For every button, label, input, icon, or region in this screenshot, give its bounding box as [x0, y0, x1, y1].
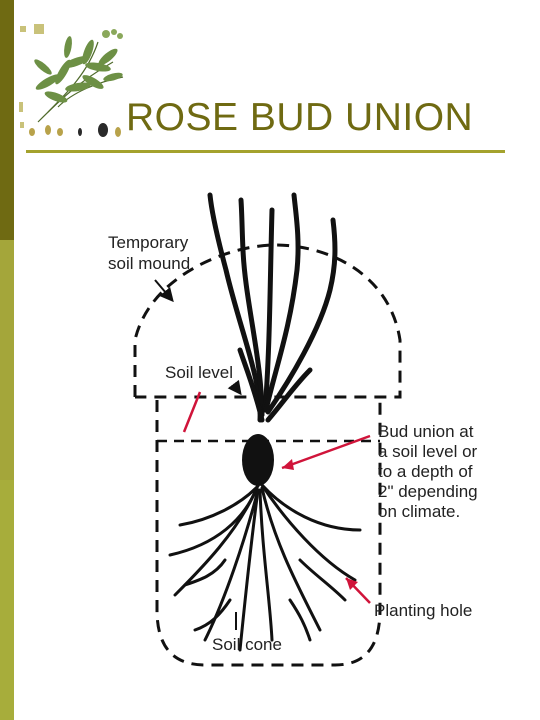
bud-union-line-2: a soil level or: [378, 442, 478, 461]
botanical-illustration-icon: [19, 24, 124, 137]
bud-union: [242, 434, 274, 486]
bud-union-line-3: to a depth of: [378, 462, 473, 481]
temporary-soil-mound-outline: [133, 243, 402, 399]
temporary-soil-mound-label: Temporary soil mound: [108, 232, 190, 274]
title-underline: [26, 150, 505, 153]
soil-level-red-arrow: [182, 391, 202, 433]
bud-union-line-1: Bud union at: [378, 422, 474, 441]
bud-union-red-arrow: [281, 434, 371, 470]
bud-union-label: Bud union at a soil level or to a depth …: [378, 422, 478, 522]
rose-canes: [207, 192, 338, 423]
temporary-mound-line-2: soil mound: [108, 254, 191, 273]
bud-union-line-5: on climate.: [378, 502, 461, 521]
bud-union-line-4: 2" depending: [378, 482, 478, 501]
soil-level-arrow-short: [227, 379, 242, 396]
planting-hole-label: Planting hole: [374, 601, 473, 620]
soil-level-label: Soil level: [165, 363, 234, 382]
root-system: [168, 483, 362, 652]
slide-title: ROSE BUD UNION: [126, 96, 474, 139]
temporary-mound-line-1: Temporary: [108, 233, 189, 252]
side-bar-dark: [0, 0, 14, 240]
planting-hole-outline: [155, 400, 382, 667]
soil-cone-label: Soil cone: [212, 635, 282, 654]
side-bar-light-lower: [0, 480, 14, 720]
temporary-mound-arrow: [154, 279, 174, 303]
